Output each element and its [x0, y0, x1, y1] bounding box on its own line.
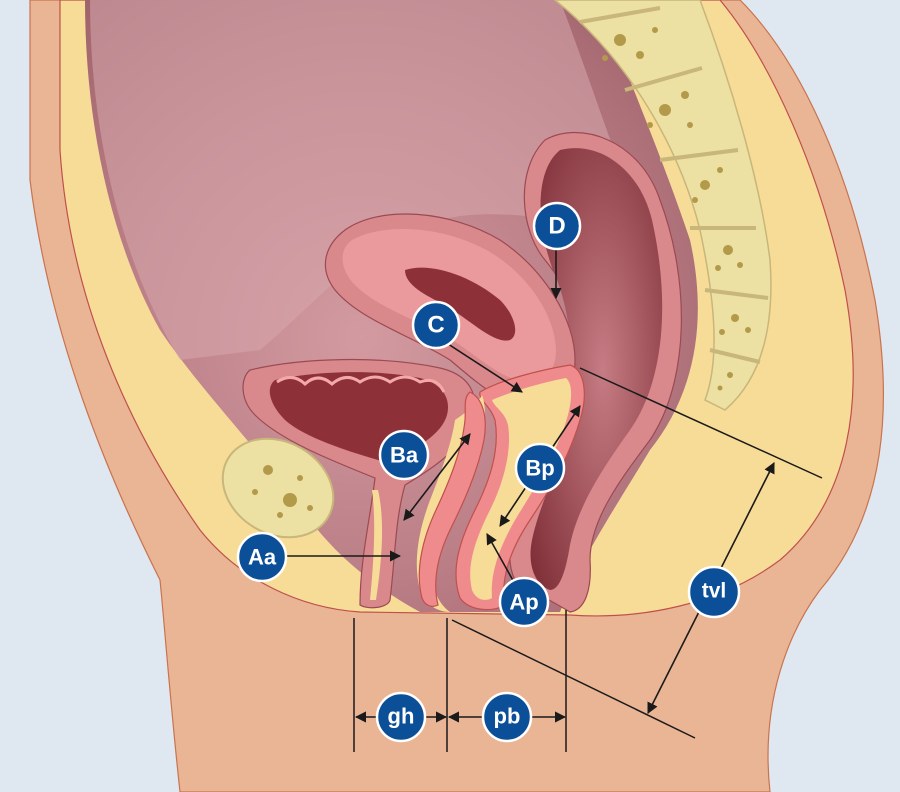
label-pb: pb — [483, 693, 531, 741]
label-Bp-text: Bp — [525, 456, 554, 481]
label-Ba: Ba — [380, 431, 428, 479]
label-tvl-text: tvl — [702, 580, 727, 603]
label-C: C — [413, 302, 459, 348]
label-D: D — [534, 203, 580, 249]
label-gh-text: gh — [388, 704, 415, 729]
label-C-text: C — [427, 312, 444, 339]
label-Ap-text: Ap — [509, 590, 538, 615]
label-Bp: Bp — [516, 444, 564, 492]
label-Aa: Aa — [238, 533, 286, 581]
label-pb-text: pb — [494, 704, 521, 729]
label-gh: gh — [377, 693, 425, 741]
label-tvl: tvl — [689, 567, 739, 617]
label-Ba-text: Ba — [390, 443, 419, 468]
label-D-text: D — [548, 213, 565, 240]
label-Ap: Ap — [500, 578, 548, 626]
label-Aa-text: Aa — [248, 545, 277, 570]
